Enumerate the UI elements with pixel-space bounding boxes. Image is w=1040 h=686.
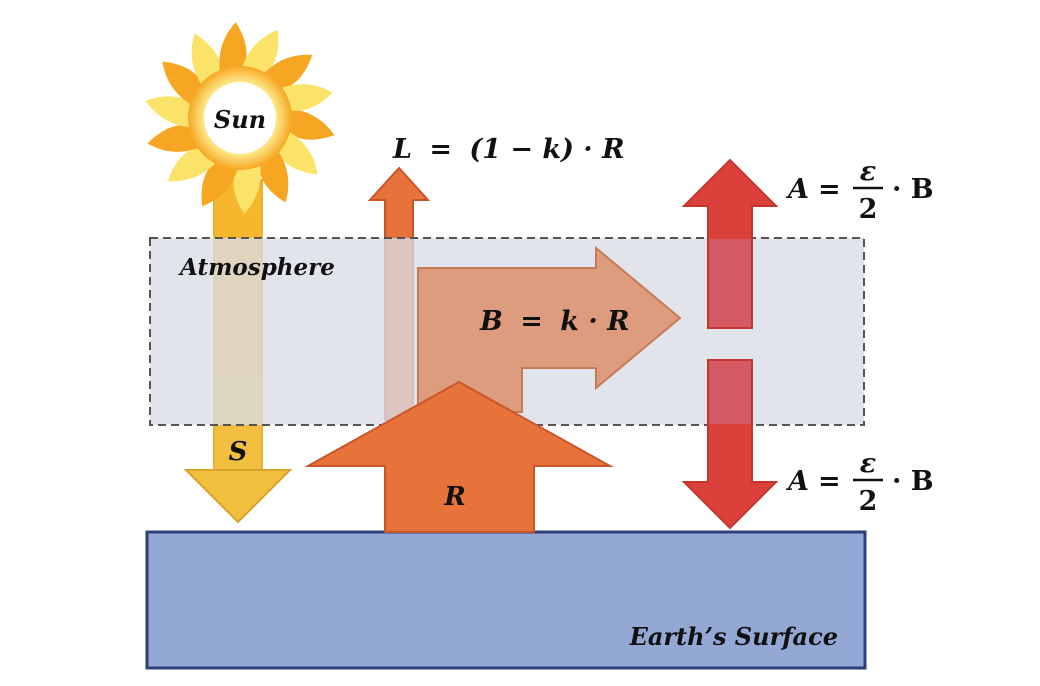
- a-top-op: =: [818, 174, 841, 205]
- a-top-denominator: 2: [859, 194, 878, 225]
- a-equation-top: A = ε 2 · B: [785, 156, 934, 225]
- sun-label: Sun: [214, 105, 266, 134]
- a-bottom-denominator: 2: [859, 486, 878, 517]
- s-arrow-head: [183, 469, 293, 524]
- a-bottom-lhs: A: [785, 466, 809, 497]
- a-arrow-up-atmosphere-segment: [709, 239, 751, 327]
- b-equation-lhs: B: [479, 306, 503, 337]
- a-equation-bottom: A = ε 2 · B: [785, 448, 934, 517]
- sun-ray: [240, 29, 279, 79]
- r-arrow: [304, 380, 614, 533]
- earth-surface-label: Earth’s Surface: [629, 622, 838, 651]
- l-equation: L = (1 − k) · R: [392, 134, 625, 165]
- a-bottom-op: =: [818, 466, 841, 497]
- a-bottom-numerator: ε: [860, 448, 876, 479]
- a-top-tail: · B: [892, 174, 934, 205]
- l-equation-lhs: L: [392, 134, 412, 165]
- s-label: S: [229, 437, 248, 467]
- b-equation: B = k · R: [479, 306, 630, 337]
- b-equation-op: =: [520, 306, 543, 337]
- b-arrow: [417, 245, 682, 413]
- sun-ray: [282, 108, 335, 140]
- sun-icon: [145, 22, 335, 214]
- earth-surface-block: [145, 530, 867, 670]
- sun-ray: [201, 157, 240, 207]
- atmosphere-label: Atmosphere: [178, 254, 335, 281]
- l-equation-op: =: [429, 134, 452, 165]
- b-equation-rhs: k · R: [560, 306, 629, 337]
- a-top-numerator: ε: [860, 156, 876, 187]
- sun-ray: [233, 157, 261, 214]
- a-arrow-down-atmosphere-segment: [709, 361, 751, 424]
- sun-ray: [145, 96, 198, 128]
- a-bottom-tail: · B: [892, 466, 934, 497]
- a-top-lhs: A: [785, 174, 809, 205]
- a-arrow-down: [681, 359, 779, 530]
- r-label: R: [443, 482, 466, 512]
- l-equation-rhs: (1 − k) · R: [469, 134, 624, 165]
- sun-ray: [219, 22, 247, 79]
